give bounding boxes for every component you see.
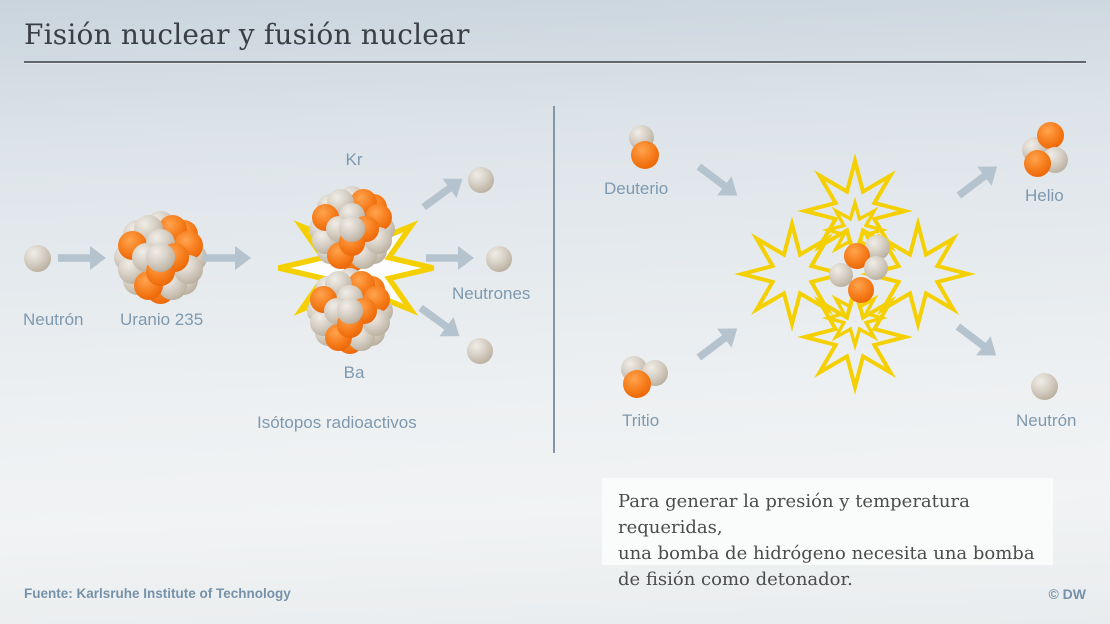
neutron-ball [336,297,364,325]
page-title: Fisión nuclear y fusión nuclear [24,18,470,51]
source-credit: Fuente: Karlsruhe Institute of Technolog… [24,586,291,601]
arrow-icon [411,295,470,348]
neutron-ball [24,245,51,272]
arrow-icon [689,154,747,208]
neutron-ball [145,242,175,272]
helium-proton-ball [1037,122,1064,149]
arrow-icon [689,316,747,370]
arrow-icon [949,154,1007,208]
neutrons-label: Neutrones [452,284,531,303]
arrow-icon [414,166,473,219]
arrow-icon [424,244,476,272]
tritium-proton-ball [623,370,651,398]
explanation-note: Para generar la presión y temperatura re… [602,478,1053,590]
note-line: de fisión como detonador. [618,569,853,590]
arrow-icon [948,314,1006,368]
helium-label: Helio [1025,186,1064,205]
neutron-ball [1031,373,1058,400]
barium-label: Ba [343,363,365,382]
isotopes-label: Isótopos radioactivos [257,413,417,432]
arrow-icon [201,244,253,272]
deuterium-proton-ball [631,141,659,169]
fission-neutron-label: Neutrón [23,310,84,329]
deuterium-label: Deuterio [604,179,669,198]
arrow-icon [56,244,108,272]
title-divider [24,61,1086,64]
krypton-label: Kr [345,150,363,169]
uranium-label: Uranio 235 [120,310,204,329]
neutron-ball [338,215,366,243]
helium-proton-ball [1024,150,1051,177]
dw-logo: © DW [1048,586,1086,602]
fusion-proton-ball [848,277,874,303]
note-line: una bomba de hidrógeno necesita una bomb… [618,543,1035,564]
neutron-ball [486,246,512,272]
fusion-neutron-label: Neutrón [1016,411,1077,430]
fusion-starburst-icon [734,153,976,395]
fusion-neutron-ball [864,256,888,280]
section-divider [553,106,555,453]
note-line: Para generar la presión y temperatura re… [618,491,970,538]
neutron-ball [468,167,494,193]
tritium-label: Tritio [622,411,660,430]
neutron-ball [467,338,493,364]
